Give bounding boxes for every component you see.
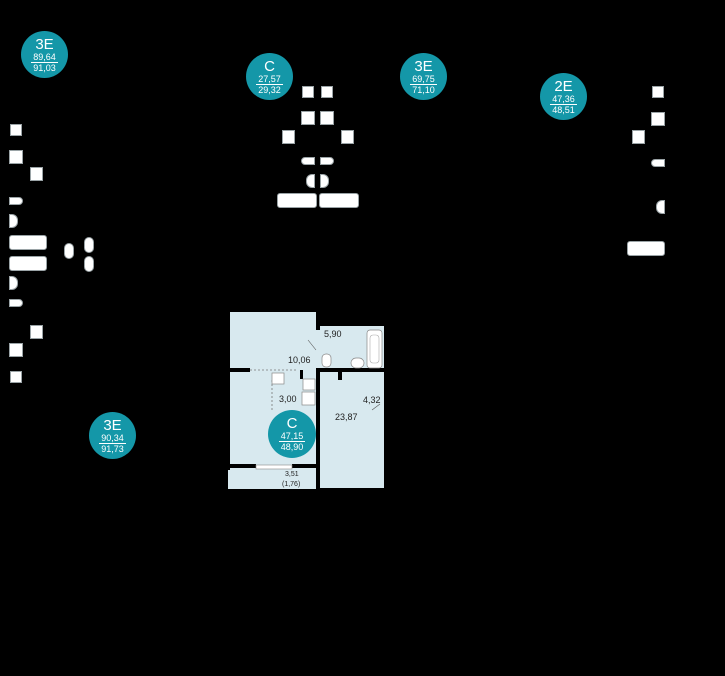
- bathtub-icon: [366, 329, 383, 369]
- toilet-icon: [320, 174, 329, 188]
- window-icon: [255, 464, 293, 470]
- unit-type: 3E: [103, 416, 122, 434]
- sink-icon: [321, 86, 333, 98]
- bathtub-icon: [9, 235, 47, 250]
- washbasin-icon: [350, 357, 365, 369]
- washbasin-icon: [9, 299, 23, 307]
- bathtub-icon: [277, 193, 317, 208]
- unit-area-total: 91,03: [31, 61, 58, 73]
- stove-icon: [9, 343, 23, 357]
- balcony-floor: [228, 468, 316, 492]
- toilet-icon: [656, 200, 665, 214]
- washbasin-icon: [301, 157, 315, 165]
- door-swing: [371, 403, 381, 411]
- unit-badge-3e-bottom-left[interactable]: 3E 90,34 91,73: [89, 412, 136, 459]
- room-area-balcony-reduced: (1,76): [282, 481, 301, 488]
- unit-type: С: [264, 57, 275, 75]
- unit-badge-3e-top-left[interactable]: 3E 89,64 91,03: [21, 31, 68, 78]
- walls: [226, 310, 387, 492]
- door-swing: [307, 339, 317, 351]
- unit-area-living: 47,36: [552, 93, 575, 104]
- toilet-icon: [9, 214, 18, 228]
- unit-type: С: [286, 415, 298, 432]
- unit-badge-studio-selected[interactable]: С 47,15 48,90: [268, 410, 316, 458]
- sink-icon: [10, 124, 22, 136]
- unit-area-living: 47,15: [280, 431, 304, 441]
- toilet-icon: [84, 256, 94, 272]
- unit-area-living: 27,57: [258, 73, 281, 84]
- bathtub-icon: [9, 256, 47, 271]
- sink-icon: [632, 130, 645, 144]
- toilet-icon: [84, 237, 94, 253]
- unit-area-living: 89,64: [33, 51, 56, 62]
- unit-area-total: 29,32: [256, 83, 283, 95]
- sink-icon: [30, 167, 43, 181]
- toilet-icon: [9, 276, 18, 290]
- unit-badge-2e-top-right[interactable]: 2E 47,36 48,51: [540, 73, 587, 120]
- sink-icon: [302, 378, 316, 391]
- unit-badge-3e-top-center[interactable]: 3E 69,75 71,10: [400, 53, 447, 100]
- sink-icon: [30, 325, 43, 339]
- unit-type: 3E: [35, 35, 54, 53]
- unit-area-living: 90,34: [101, 432, 124, 443]
- unit-badge-studio-top[interactable]: С 27,57 29,32: [246, 53, 293, 100]
- stove-icon: [320, 111, 334, 125]
- washbasin-icon: [651, 159, 665, 167]
- stove-icon: [301, 111, 315, 125]
- toilet-icon: [64, 243, 74, 259]
- room-area-hall-bath: 4,32: [363, 395, 381, 405]
- bathtub-icon: [319, 193, 359, 208]
- sink-icon: [652, 86, 664, 98]
- toilet-icon: [321, 353, 332, 368]
- room-area-bathroom: 5,90: [324, 329, 342, 339]
- sink-icon: [271, 372, 285, 385]
- unit-type: 3E: [414, 57, 433, 75]
- washbasin-icon: [9, 197, 23, 205]
- room-area-living: 23,87: [335, 412, 358, 422]
- unit-type: 2E: [554, 77, 573, 95]
- unit-area-total: 71,10: [410, 83, 437, 95]
- stove-icon: [301, 391, 316, 406]
- room-area-hall: 3,00: [279, 394, 297, 404]
- sink-icon: [341, 130, 354, 144]
- washbasin-icon: [320, 157, 334, 165]
- unit-area-total: 91,73: [99, 442, 126, 454]
- room-area-kitchen: 10,06: [288, 355, 311, 365]
- bathtub-icon: [627, 241, 665, 256]
- sink-icon: [10, 371, 22, 383]
- stove-icon: [651, 112, 665, 126]
- sink-icon: [282, 130, 295, 144]
- room-area-balcony: 3,51: [285, 471, 299, 478]
- unit-area-total: 48,90: [278, 441, 306, 452]
- bathtub-inner: [369, 334, 380, 364]
- toilet-icon: [306, 174, 315, 188]
- unit-area-total: 48,51: [550, 103, 577, 115]
- kitchen-floor: [228, 312, 316, 370]
- unit-area-living: 69,75: [412, 73, 435, 84]
- sink-icon: [302, 86, 314, 98]
- stove-icon: [9, 150, 23, 164]
